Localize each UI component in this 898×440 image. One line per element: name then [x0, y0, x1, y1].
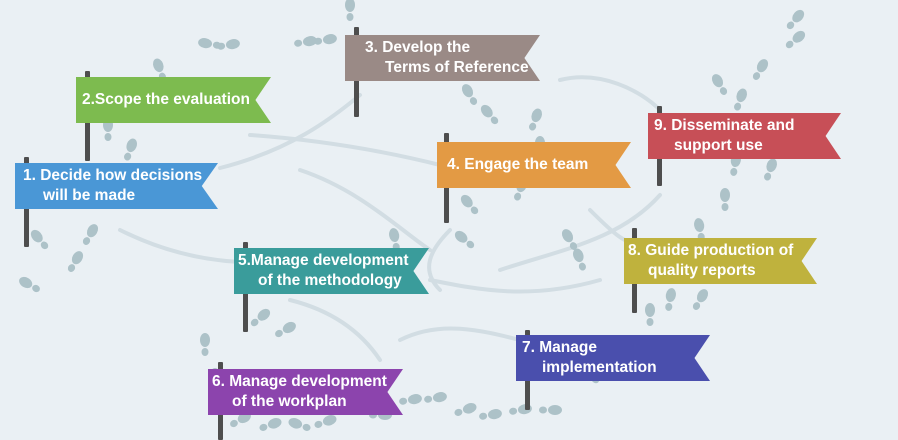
- step-flag: 6. Manage development of the workplan: [208, 369, 403, 415]
- footprint: [711, 74, 728, 95]
- footprint: [460, 194, 479, 215]
- footprint: [275, 321, 296, 338]
- step-label-continued: of the methodology: [258, 272, 402, 289]
- footprint: [200, 333, 210, 356]
- step-flag: 9. Disseminate and support use: [648, 113, 841, 159]
- footprint: [720, 188, 730, 211]
- footprint: [314, 34, 337, 45]
- step-label: 4. Engage the team: [447, 156, 589, 173]
- step-label-continued: support use: [674, 137, 763, 154]
- step-label-continued: will be made: [43, 187, 136, 204]
- step-flag: 8. Guide production of quality reports: [624, 238, 817, 284]
- step-label-continued: quality reports: [648, 262, 756, 279]
- step-flag: 1. Decide how decisions will be made: [15, 163, 218, 209]
- footprint: [479, 409, 502, 420]
- footprint: [399, 394, 422, 405]
- footprint: [19, 276, 40, 293]
- footprint: [539, 405, 562, 415]
- step-label: 1. Decide how decisions: [23, 167, 203, 184]
- footprint: [573, 248, 586, 271]
- footprint: [461, 84, 478, 105]
- footprint: [82, 224, 99, 245]
- footprint: [734, 88, 747, 111]
- step-flag: 5.Manage development of the methodology: [234, 248, 429, 294]
- footprint: [529, 108, 542, 131]
- footprint: [785, 30, 806, 49]
- footprint: [480, 104, 499, 125]
- step-label: 8. Guide production of: [628, 242, 794, 259]
- step-label-continued: of the workplan: [232, 393, 347, 410]
- step-flag: 7. Manage implementation: [516, 335, 710, 381]
- footprint: [67, 251, 84, 272]
- footprint: [294, 36, 317, 47]
- step-label-continued: Terms of Reference: [385, 59, 529, 76]
- step-label: 3. Develop the: [365, 39, 471, 56]
- step-label: 7. Manage: [522, 339, 597, 356]
- step-label: 5.Manage development: [238, 252, 409, 269]
- footprint: [665, 288, 676, 311]
- footprint: [764, 158, 777, 181]
- step-label: 9. Disseminate and: [654, 117, 795, 134]
- step-label-continued: implementation: [542, 359, 657, 376]
- footprint: [288, 418, 311, 431]
- trail-lines: [118, 75, 662, 362]
- footprint: [314, 415, 337, 428]
- footprint: [124, 138, 137, 161]
- step-label: 2.Scope the evaluation: [82, 91, 250, 108]
- footprint: [454, 230, 475, 249]
- footprint: [454, 403, 477, 416]
- footprint: [692, 289, 709, 310]
- footprint: [786, 9, 805, 30]
- step-label: 6. Manage development: [212, 373, 387, 390]
- footprint: [250, 308, 271, 327]
- footprint: [752, 59, 769, 80]
- footprint: [345, 0, 355, 21]
- footprint: [259, 418, 282, 431]
- footprint: [645, 303, 655, 326]
- footprint: [198, 38, 221, 49]
- footprint: [561, 229, 578, 250]
- step-flag: 2.Scope the evaluation: [76, 77, 271, 123]
- step-flag: 4. Engage the team: [437, 142, 631, 188]
- footprint: [509, 404, 532, 415]
- footprint: [424, 392, 447, 403]
- footprint: [30, 229, 49, 250]
